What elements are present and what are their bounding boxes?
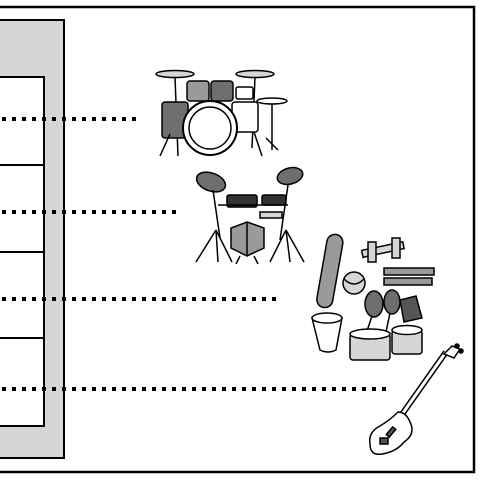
slot-3	[0, 251, 45, 339]
percussion-group-icon	[311, 233, 435, 361]
electric-bass-icon	[368, 343, 464, 456]
slot-4	[0, 337, 45, 427]
slot-2	[0, 164, 45, 253]
acoustic-drum-kit-icon	[155, 69, 288, 157]
slot-column	[0, 76, 45, 427]
electronic-drum-kit-icon	[195, 166, 305, 265]
